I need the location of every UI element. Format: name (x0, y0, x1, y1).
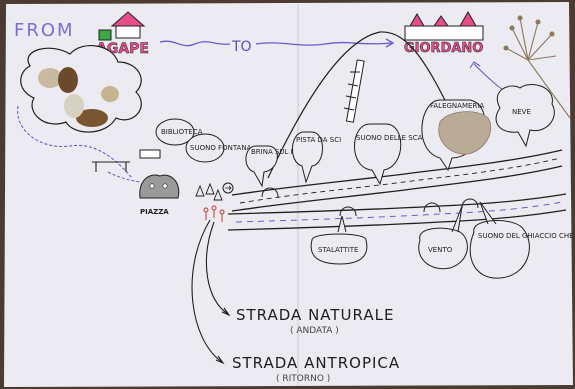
sign-post-icon (140, 150, 160, 158)
anthropic-road-sub: ( RITORNO ) (276, 374, 330, 384)
neve-label: NEVE (512, 108, 531, 116)
stalattite-label: STALATTITE (318, 246, 358, 254)
pista-label: PISTA DA SCI (296, 136, 341, 144)
natural-road-label: STRADA NATURALE (236, 306, 394, 324)
piazza-label: PIAZZA (140, 208, 169, 216)
suono-fontana-label: SUONO FONTANA (190, 144, 252, 152)
biblioteca-label: BIBLIOTECA (161, 128, 203, 136)
anthropic-road-label: STRADA ANTROPICA (232, 354, 400, 372)
fountain-icon (140, 175, 179, 198)
vento-label: VENTO (428, 246, 453, 254)
natural-road-sub: ( ANDATA ) (290, 326, 339, 336)
destination-label: GIORDANO (404, 41, 483, 56)
falegnameria-label: FALEGNAMERIA (430, 102, 484, 110)
from-word: FROM (14, 20, 75, 41)
to-word: TO (231, 39, 252, 55)
ghiaccio-label: SUONO DEL GHIACCIO CHE SI ROMPE (478, 232, 575, 240)
